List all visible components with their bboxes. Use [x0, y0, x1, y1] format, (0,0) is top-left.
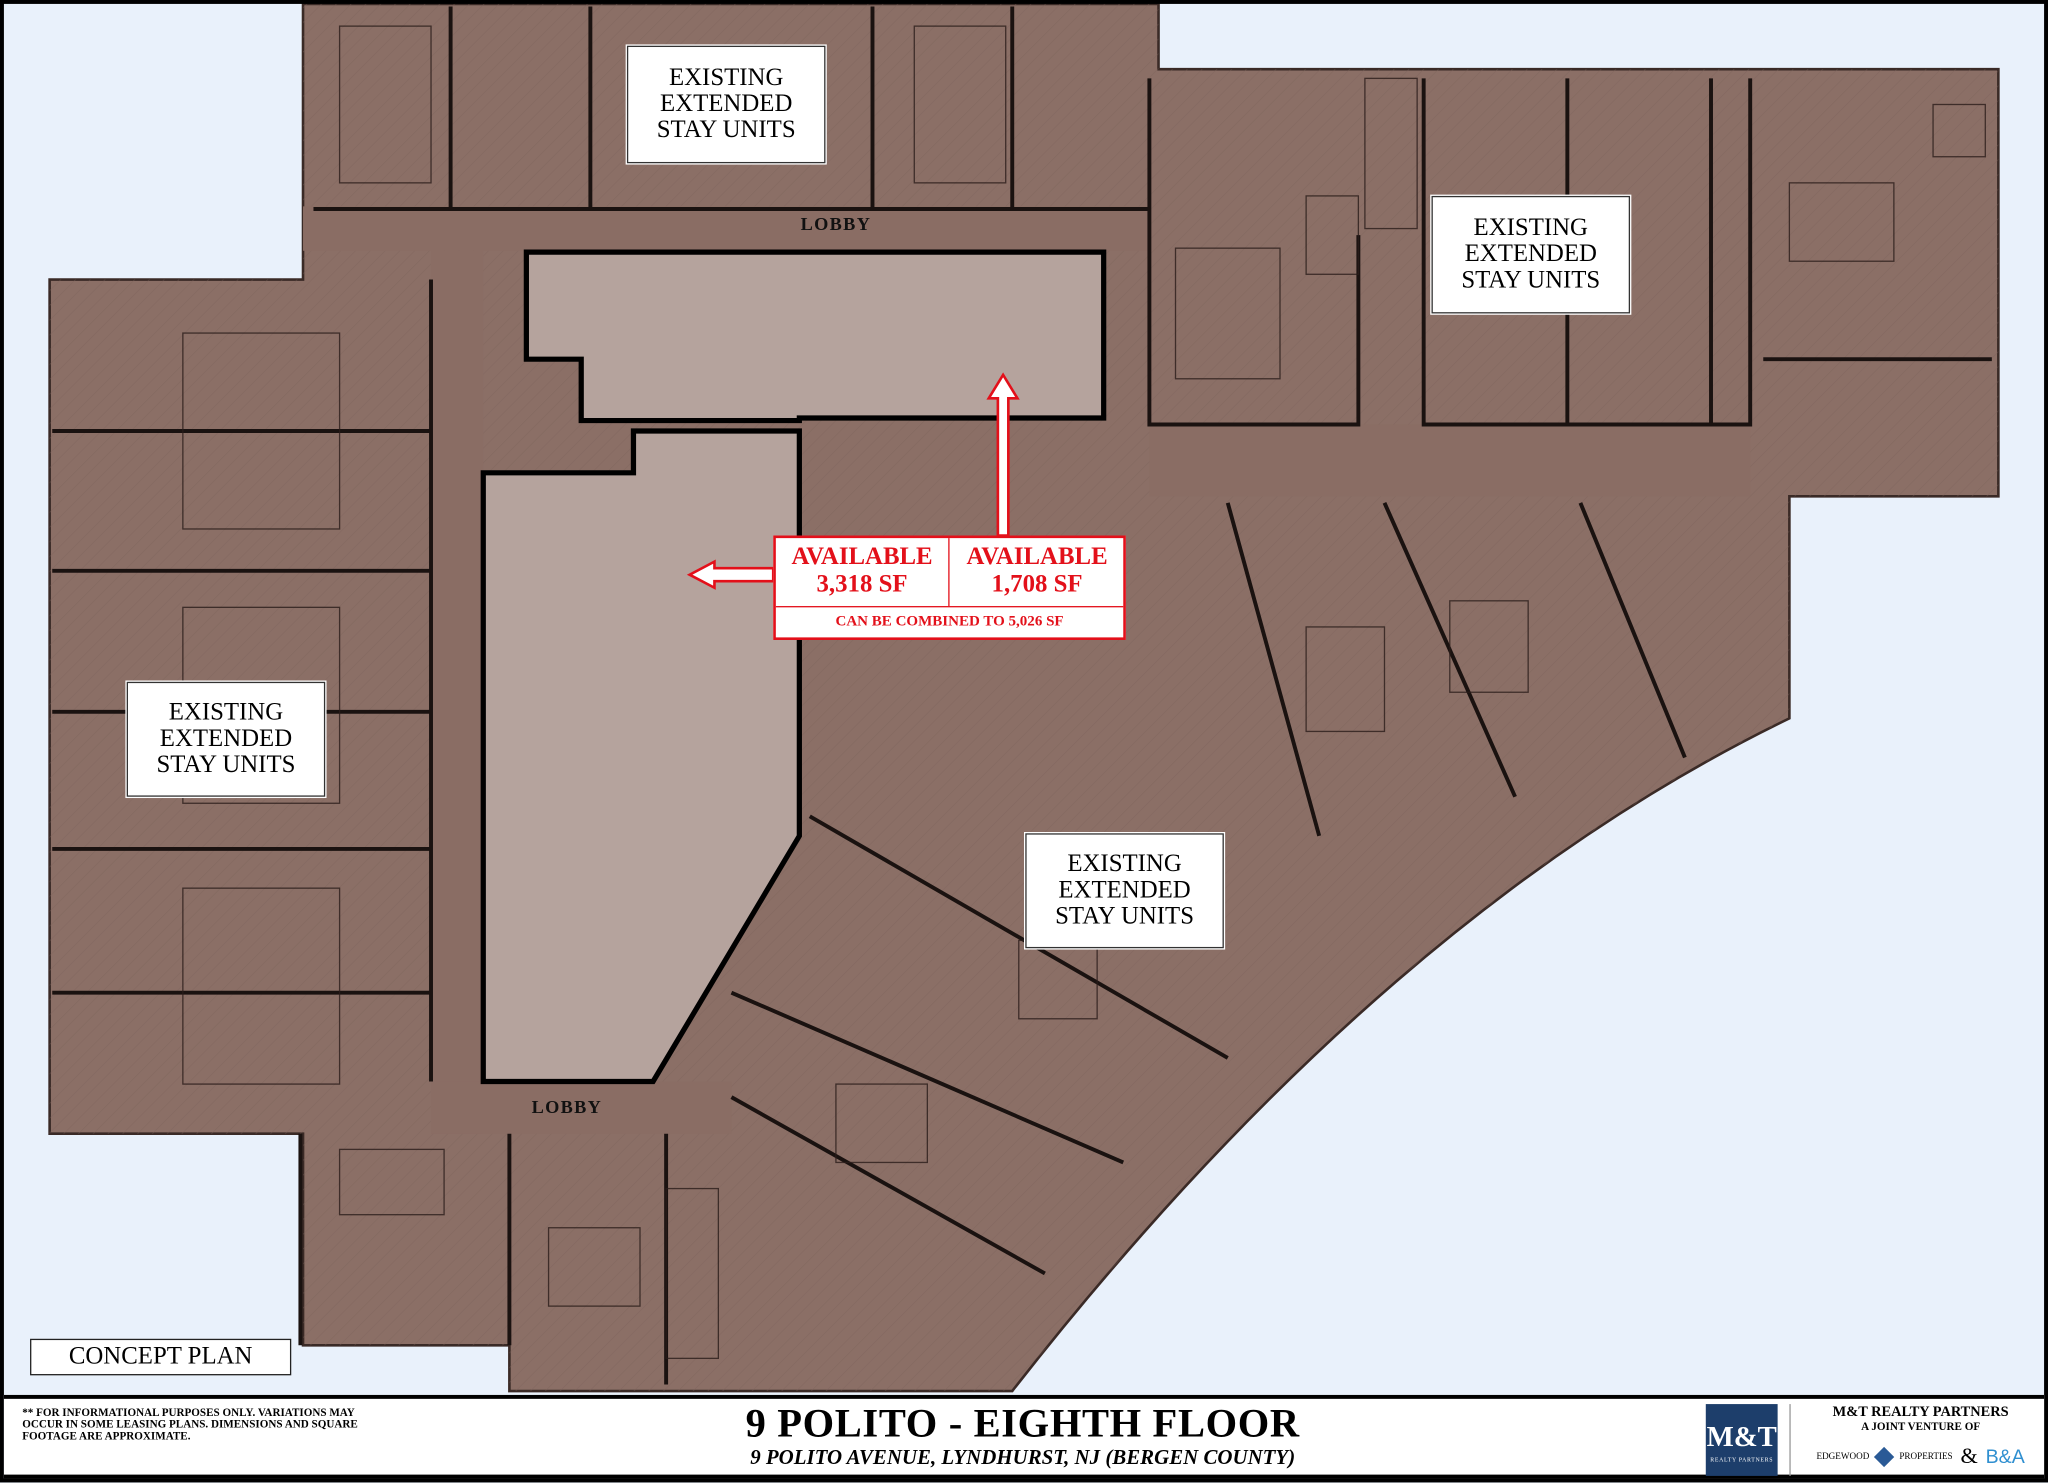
- divider: [1789, 1404, 1791, 1476]
- label-line: EXTENDED: [660, 90, 793, 118]
- combined-note: CAN BE COMBINED TO 5,026 SF: [775, 606, 1124, 639]
- edgewood-logo-right: PROPERTIES: [1899, 1451, 1953, 1462]
- mt-logo: M&T REALTY PARTNERS: [1705, 1404, 1778, 1476]
- available-size: 3,318 SF: [816, 570, 908, 599]
- label-line: EXISTING: [1067, 850, 1182, 878]
- lobby-label-bottom: LOBBY: [531, 1098, 603, 1119]
- available-space-a: AVAILABLE 3,318 SF: [776, 538, 950, 607]
- unit-label-right: EXISTING EXTENDED STAY UNITS: [1431, 195, 1631, 314]
- title-block: ** FOR INFORMATIONAL PURPOSES ONLY. VARI…: [3, 1394, 2045, 1479]
- label-line: EXTENDED: [1058, 876, 1191, 904]
- unit-label-top: EXISTING EXTENDED STAY UNITS: [626, 45, 826, 164]
- ba-logo: B&A: [1985, 1445, 2025, 1468]
- edgewood-logo-left: EDGEWOOD: [1816, 1451, 1870, 1462]
- unit-label-center: EXISTING EXTENDED STAY UNITS: [1025, 833, 1224, 949]
- ampersand: &: [1960, 1443, 1978, 1469]
- label-line: EXISTING: [168, 698, 284, 727]
- unit-walls: [52, 6, 1992, 1385]
- arrow-left-icon: [686, 559, 775, 590]
- disclaimer-note: ** FOR INFORMATIONAL PURPOSES ONLY. VARI…: [22, 1405, 358, 1442]
- available-space-1708sf: [523, 249, 1107, 424]
- unit-fixtures: [182, 25, 1986, 1360]
- label-line: EXISTING: [668, 63, 784, 92]
- arrow-up-icon: [986, 372, 1020, 537]
- label-line: EXTENDED: [1464, 240, 1597, 268]
- pointer-arrows: [686, 372, 1020, 590]
- available-size: 1,708 SF: [991, 570, 1083, 599]
- partner-logos: EDGEWOOD PROPERTIES & B&A: [1806, 1443, 2035, 1469]
- sheet-title: 9 POLITO - EIGHTH FLOOR: [745, 1400, 1300, 1446]
- label-line: STAY UNITS: [1055, 902, 1195, 930]
- available-spaces: [480, 249, 1107, 1085]
- available-space-b: AVAILABLE 1,708 SF: [951, 538, 1123, 606]
- label-line: STAY UNITS: [1461, 266, 1601, 294]
- label-line: EXISTING: [1473, 214, 1588, 242]
- availability-callout: AVAILABLE 3,318 SF AVAILABLE 1,708 SF CA…: [773, 535, 1126, 640]
- partner-subtitle: A JOINT VENTURE OF: [1861, 1419, 1981, 1433]
- concept-plan-label: CONCEPT PLAN: [30, 1338, 292, 1376]
- available-label: AVAILABLE: [966, 543, 1108, 571]
- available-label: AVAILABLE: [791, 543, 933, 571]
- label-line: STAY UNITS: [656, 116, 796, 144]
- logo-subtext: REALTY PARTNERS: [1710, 1456, 1774, 1463]
- label-line: EXTENDED: [159, 724, 293, 753]
- unit-label-left: EXISTING EXTENDED STAY UNITS: [126, 681, 326, 797]
- logo-text: M&T: [1706, 1419, 1777, 1453]
- corridors: [303, 206, 1751, 1134]
- edgewood-diamond-icon: [1874, 1446, 1895, 1467]
- label-line: STAY UNITS: [156, 751, 296, 779]
- partner-block: M&T REALTY PARTNERS A JOINT VENTURE OF E…: [1806, 1404, 2035, 1469]
- sheet-subtitle: 9 POLITO AVENUE, LYNDHURST, NJ (BERGEN C…: [750, 1447, 1296, 1470]
- partner-title: M&T REALTY PARTNERS: [1832, 1404, 2009, 1420]
- lobby-label-top: LOBBY: [800, 215, 872, 236]
